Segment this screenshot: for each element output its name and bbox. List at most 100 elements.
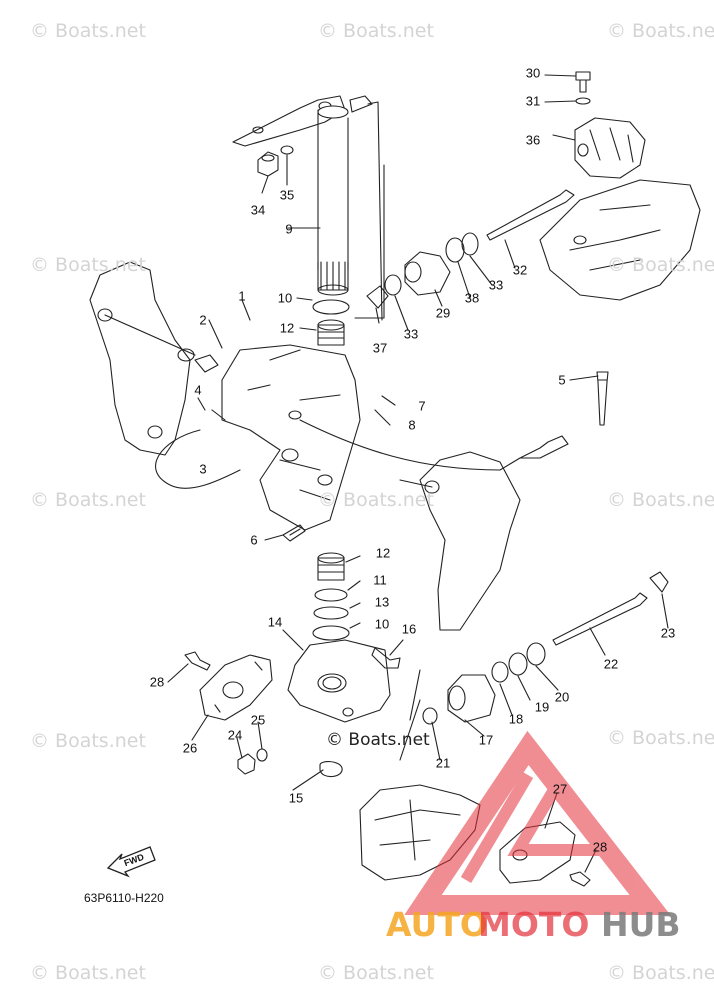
callout-36: 36 xyxy=(525,132,541,148)
watermark: © Boats.net xyxy=(318,20,434,42)
callout-8: 8 xyxy=(408,417,416,433)
wire-lead-part xyxy=(155,419,521,489)
logo-auto: AUTO xyxy=(386,905,488,944)
steering-yoke-part xyxy=(287,639,391,723)
watermark: © Boats.net xyxy=(607,254,714,276)
diagram-code: 63P6110-H220 xyxy=(84,891,164,905)
callout-18: 18 xyxy=(508,711,524,727)
callout-28: 28 xyxy=(149,674,165,690)
callout-23: 23 xyxy=(660,625,676,641)
callout-2: 2 xyxy=(199,312,207,328)
upper-mount-part xyxy=(574,117,646,179)
bolt-28-part xyxy=(184,651,211,671)
automotohub-triangle-icon xyxy=(404,730,671,915)
callout-5: 5 xyxy=(558,372,566,388)
logo-moto: MOTO xyxy=(478,905,590,944)
upper-bracket-part xyxy=(539,179,701,301)
callout-28b: 28 xyxy=(592,839,608,855)
callout-25: 25 xyxy=(250,712,266,728)
rubber-mount-upper-part xyxy=(404,251,451,296)
callout-13: 13 xyxy=(374,594,390,610)
callout-6: 6 xyxy=(250,532,258,548)
washer-part xyxy=(280,145,294,155)
washer-18-part xyxy=(491,661,509,683)
watermark: © Boats.net xyxy=(607,727,714,749)
logo-hub: HUB xyxy=(601,905,681,944)
steering-shaft-part xyxy=(232,95,383,321)
clamp-bracket-left-part xyxy=(89,261,219,456)
callout-21: 21 xyxy=(435,755,451,771)
mount-cover-26-part xyxy=(199,654,273,721)
watermark: © Boats.net xyxy=(607,489,714,511)
callout-22: 22 xyxy=(603,656,619,672)
callout-24: 24 xyxy=(227,727,243,743)
callout-15: 15 xyxy=(288,790,304,806)
callout-17: 17 xyxy=(478,732,494,748)
washer-21-part xyxy=(422,707,438,725)
washer-25-part xyxy=(256,748,268,762)
callout-31: 31 xyxy=(525,93,541,109)
watermark: © Boats.net xyxy=(30,730,146,752)
collar-37-part xyxy=(366,285,389,309)
bolt-28b-part xyxy=(569,871,591,887)
watermark: © Boats.net xyxy=(30,962,146,984)
callout-33b: 33 xyxy=(488,277,504,293)
cap-23-part xyxy=(649,571,669,593)
callout-20: 20 xyxy=(554,689,570,705)
washer-33b-part xyxy=(384,274,402,296)
nut-part xyxy=(257,151,279,177)
o-ring-part xyxy=(312,299,350,315)
callout-19: 19 xyxy=(534,699,550,715)
callout-1: 1 xyxy=(238,288,246,304)
callout-4: 4 xyxy=(194,382,202,398)
watermark: © Boats.net xyxy=(607,20,714,42)
callout-12b: 12 xyxy=(375,545,391,561)
callout-37: 37 xyxy=(372,340,388,356)
callout-12: 12 xyxy=(279,320,295,336)
watermark: © Boats.net xyxy=(30,20,146,42)
callout-7: 7 xyxy=(418,398,426,414)
washer-33-part xyxy=(461,232,479,256)
rubber-mount-lower-part xyxy=(447,674,496,723)
bushing-part xyxy=(317,324,345,346)
callout-33: 33 xyxy=(403,326,419,342)
watermark: © Boats.net xyxy=(318,489,434,511)
washer-19-part xyxy=(508,652,528,676)
callout-26: 26 xyxy=(182,740,198,756)
washer-20-part xyxy=(526,642,546,666)
callout-9: 9 xyxy=(285,221,293,237)
watermark: © Boats.net xyxy=(30,254,146,276)
fwd-arrow-icon xyxy=(106,846,156,878)
center-watermark: © Boats.net xyxy=(326,730,430,750)
callout-3: 3 xyxy=(199,461,207,477)
callout-38: 38 xyxy=(464,290,480,306)
callout-30: 30 xyxy=(525,65,541,81)
washer-38-part xyxy=(445,237,465,263)
callout-10b: 10 xyxy=(374,616,390,632)
bolt-part xyxy=(282,524,306,542)
tie-band-part xyxy=(596,371,609,426)
watermark: © Boats.net xyxy=(30,489,146,511)
callout-27: 27 xyxy=(552,781,568,797)
grease-nipple-part xyxy=(371,647,401,669)
bolt-32-part xyxy=(486,189,575,241)
callout-11: 11 xyxy=(373,572,387,588)
callout-34: 34 xyxy=(250,202,266,218)
watermark: © Boats.net xyxy=(318,962,434,984)
lower-bushing-part xyxy=(317,557,345,581)
nut-24-part xyxy=(237,753,256,775)
clamp-bracket-right-part xyxy=(399,451,521,631)
callout-16: 16 xyxy=(401,621,417,637)
callout-10: 10 xyxy=(277,290,293,306)
bolt-30-part xyxy=(575,71,591,93)
callout-35: 35 xyxy=(279,187,295,203)
bolt-22-part xyxy=(552,592,648,646)
clip-15-part xyxy=(319,761,343,778)
connector-part xyxy=(519,435,569,459)
callout-32: 32 xyxy=(512,262,528,278)
callout-29: 29 xyxy=(435,305,451,321)
swivel-bracket-part xyxy=(221,344,361,531)
callout-14: 14 xyxy=(267,614,283,630)
watermark: © Boats.net xyxy=(607,962,714,984)
